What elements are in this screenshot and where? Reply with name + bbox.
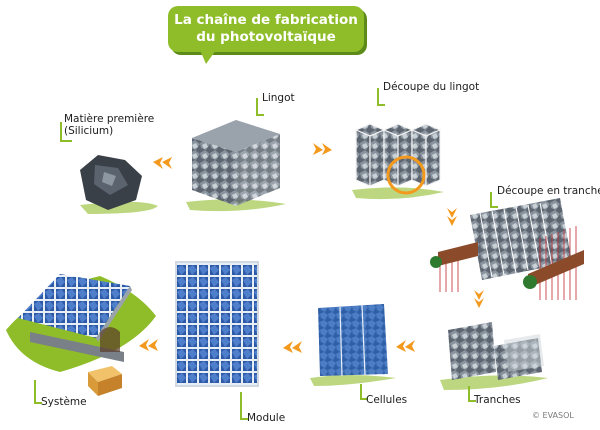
label-ingot: Lingot xyxy=(262,92,295,104)
raw-silicon-illustration xyxy=(80,155,158,214)
label-raw-material: Matière première (Silicium) xyxy=(64,113,154,137)
arrow-3 xyxy=(447,208,457,226)
wafers-illustration xyxy=(440,322,548,390)
arrow-7 xyxy=(139,339,158,351)
slice-cut-pointer xyxy=(490,192,498,208)
arrow-2 xyxy=(313,143,332,155)
slicing-illustration xyxy=(430,198,584,300)
arrow-6 xyxy=(283,341,302,353)
label-system: Système xyxy=(41,396,87,408)
system-illustration xyxy=(6,274,156,396)
title-bubble-tail xyxy=(200,50,216,64)
system-pointer xyxy=(34,380,42,404)
title-line-1: La chaîne de fabrication xyxy=(174,12,358,28)
wafers-pointer xyxy=(468,386,476,402)
arrow-1 xyxy=(153,157,172,169)
ingot-cut-illustration xyxy=(352,123,444,200)
ingot-cut-pointer xyxy=(377,88,385,106)
ingot-pointer xyxy=(256,98,264,116)
copyright: © EVASOL xyxy=(532,411,574,420)
title-line-2: du photovoltaïque xyxy=(196,29,336,45)
label-wafers: Tranches xyxy=(474,394,521,406)
cells-pointer xyxy=(360,384,368,400)
label-raw-material-line2: (Silicium) xyxy=(64,125,114,137)
label-slice-cut: Découpe en tranche xyxy=(497,185,600,197)
label-cells: Cellules xyxy=(366,394,408,406)
label-ingot-cut: Découpe du lingot xyxy=(383,81,480,93)
raw-material-pointer xyxy=(60,122,72,142)
label-raw-material-line1: Matière première xyxy=(64,113,155,125)
module-illustration xyxy=(175,261,259,387)
title-bubble: La chaîne de fabrication du photovoltaïq… xyxy=(168,6,364,52)
module-pointer xyxy=(240,392,248,420)
cells-illustration xyxy=(310,304,396,386)
arrow-5 xyxy=(396,340,415,352)
arrow-4 xyxy=(474,290,484,308)
ingot-illustration xyxy=(186,120,286,212)
label-module: Module xyxy=(247,412,286,424)
flow-arrows xyxy=(139,143,484,353)
